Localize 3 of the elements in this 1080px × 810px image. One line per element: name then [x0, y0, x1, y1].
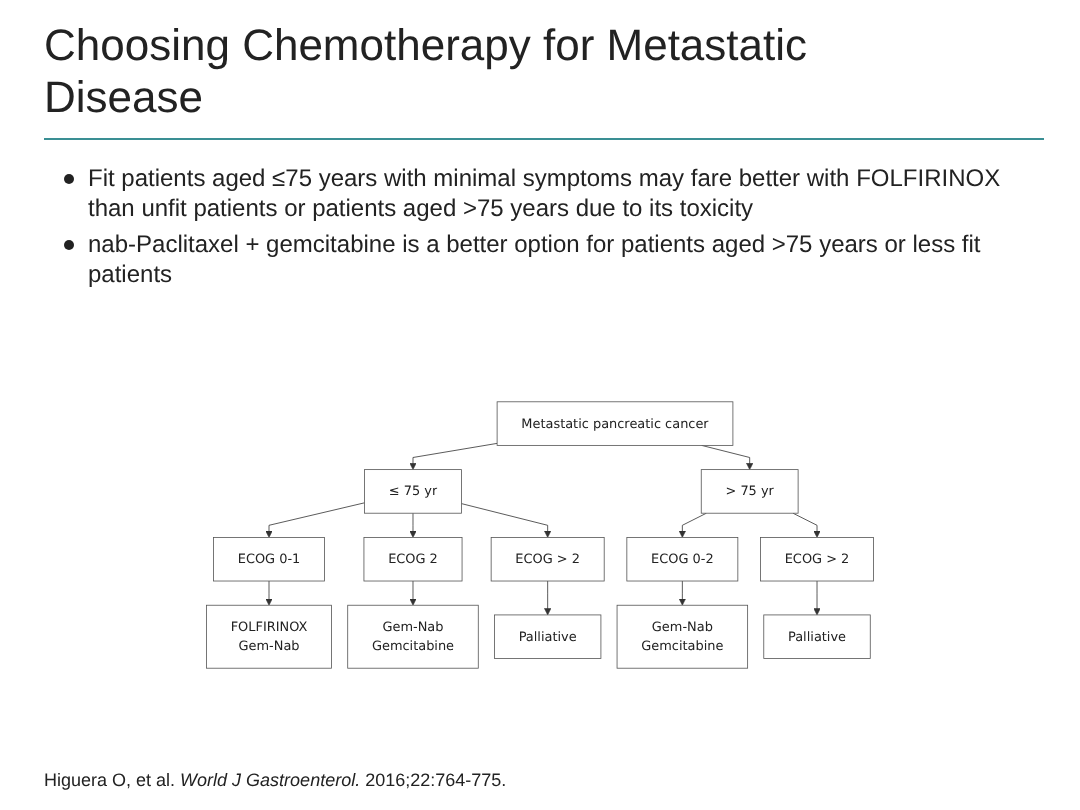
bullet-text: nab-Paclitaxel + gemcitabine is a better option for patients aged >75 years or less fit patients	[88, 230, 983, 290]
slide-title: Choosing Chemotherapy for Metastatic Disease	[44, 20, 810, 124]
citation: Higuera O, et al. World J Gastroenterol. 2016;22:764-775.	[44, 770, 507, 790]
